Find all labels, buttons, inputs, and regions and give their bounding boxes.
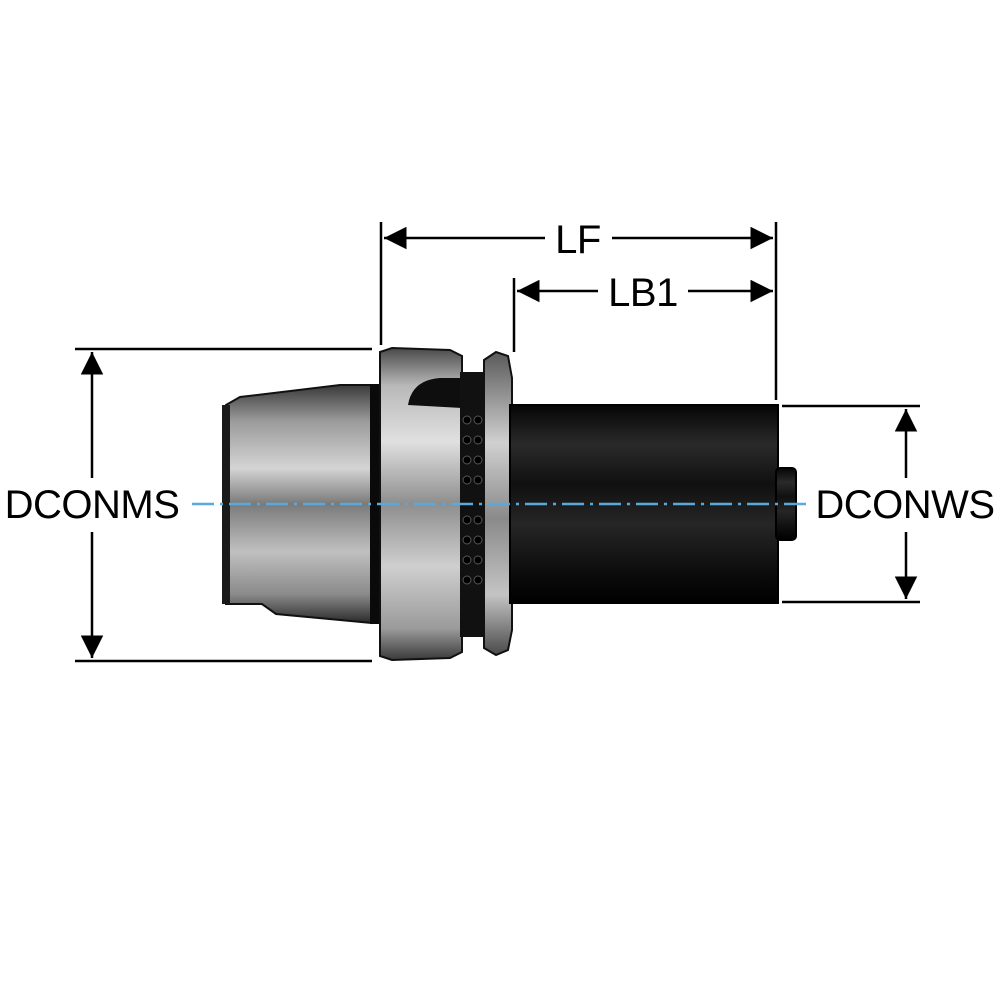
label-lf: LF: [555, 218, 601, 262]
label-lb1: LB1: [608, 271, 678, 315]
neck-holes: [462, 415, 483, 585]
shank-end-face: [222, 405, 230, 604]
drive-slot: [408, 378, 462, 408]
label-dconms: DCONMS: [5, 483, 180, 527]
label-dconws: DCONWS: [815, 483, 994, 527]
dimension-lines: [75, 222, 920, 663]
taper-shank: [225, 384, 373, 625]
